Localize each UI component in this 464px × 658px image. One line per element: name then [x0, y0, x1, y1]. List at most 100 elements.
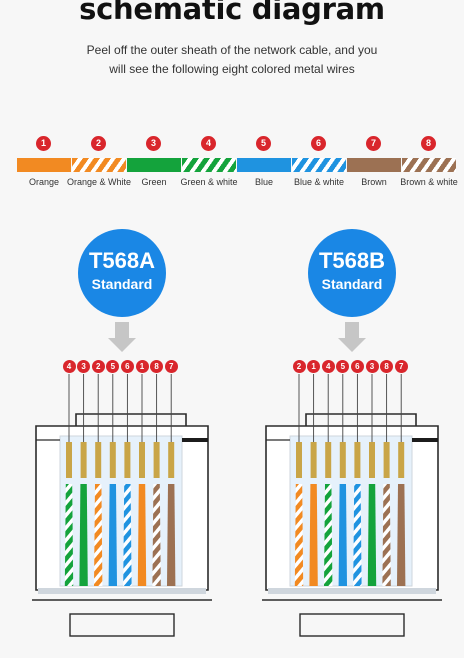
pin-number-badge: 4: [62, 360, 76, 373]
wire-swatch-5: 5 Blue: [234, 136, 294, 192]
gold-contact: [124, 442, 131, 478]
wire-pin-7: [382, 374, 391, 586]
gold-contact: [80, 442, 87, 478]
wire-swatch-3: 3 Green: [124, 136, 184, 192]
wire-conductor: [309, 484, 318, 586]
page-title: schematic diagram: [79, 0, 385, 26]
intro-line-1: Peel off the outer sheath of the network…: [86, 43, 378, 57]
color-chip: [127, 158, 181, 172]
wire-pin-6: [137, 374, 147, 586]
plug-top-rail: [305, 413, 417, 426]
gold-contact: [139, 442, 145, 478]
wire-conductor: [167, 484, 176, 586]
gold-contact: [383, 442, 390, 478]
pin-number-badge: 5: [106, 360, 120, 373]
plug-boot: [262, 599, 442, 601]
wire-number-badge: 1: [36, 136, 51, 151]
pin-number-badge: 6: [350, 360, 364, 373]
wire-swatch-2: 2 Orange & White: [67, 136, 131, 192]
wire-pin-4: [108, 374, 117, 586]
wire-number-badge: 6: [311, 136, 326, 151]
color-chip: [182, 158, 236, 172]
gold-contact: [66, 442, 72, 478]
wire-label: Green & white: [180, 177, 238, 187]
pin-number-badge: 8: [150, 360, 164, 373]
plug-base-strip: [38, 588, 206, 594]
gold-contact: [95, 442, 102, 478]
plug-base-strip: [268, 588, 436, 594]
pin-number-badge: 1: [135, 360, 149, 373]
wire-label: Orange: [28, 177, 60, 187]
gold-contact: [325, 442, 332, 478]
wire-pin-6: [367, 374, 377, 586]
pin-number-badge: 8: [380, 360, 394, 373]
pin-number-badge: 7: [394, 360, 408, 373]
wire-conductor: [397, 484, 406, 586]
wire-pin-8: [397, 374, 406, 586]
gold-contact: [153, 442, 160, 478]
t568a-standard-badge: T568A Standard: [78, 229, 166, 317]
wire-number-badge: 2: [91, 136, 106, 151]
rj45-plug-drawing: [32, 322, 212, 637]
latch-clip: [412, 438, 438, 442]
wire-label: Brown: [361, 177, 387, 187]
pin-number-badge: 3: [77, 360, 91, 373]
standard-subtitle: Standard: [91, 276, 153, 292]
plug-boot: [32, 599, 212, 601]
pin-number-badge: 6: [120, 360, 134, 373]
pin-number-badge: 3: [365, 360, 379, 373]
plug-boot-slot: [69, 613, 175, 637]
wire-conductor: [367, 484, 377, 586]
gold-contact: [354, 442, 361, 478]
gold-contact: [296, 442, 302, 478]
wire-label: Brown & white: [400, 177, 458, 187]
color-chip: [347, 158, 401, 172]
pin-number-badge: 2: [292, 360, 306, 373]
pin-number-badge: 7: [164, 360, 178, 373]
gold-contact: [369, 442, 375, 478]
wire-pin-1: [64, 374, 74, 586]
latch-clip: [182, 438, 208, 442]
wire-conductor: [94, 484, 103, 586]
standard-name: T568B: [318, 248, 386, 273]
wire-conductor: [294, 484, 304, 586]
wire-label: Orange & White: [66, 177, 132, 187]
wire-conductor: [79, 484, 88, 586]
wire-swatch-7: 7 Brown: [344, 136, 404, 192]
wire-label: Green: [141, 177, 167, 187]
rj45-plug-drawing: [262, 322, 442, 637]
contact-window: [289, 435, 413, 587]
down-arrow: [338, 322, 366, 352]
pin-number-badge: 1: [307, 360, 321, 373]
wire-color-legend: 1 Orange 2 Orange & White 3 Green 4 Gree…: [0, 136, 464, 192]
wire-number-badge: 4: [201, 136, 216, 151]
t568b-standard-badge: T568B Standard: [308, 229, 396, 317]
wire-pin-3: [324, 374, 333, 586]
pin-number-badge: 5: [336, 360, 350, 373]
wire-swatch-6: 6 Blue & white: [289, 136, 349, 192]
wire-number-badge: 5: [256, 136, 271, 151]
wire-conductor: [152, 484, 161, 586]
gold-contact: [339, 442, 346, 478]
color-chip: [402, 158, 456, 172]
wire-swatch-1: 1 Orange: [14, 136, 74, 192]
wire-pin-3: [94, 374, 103, 586]
wire-pin-4: [338, 374, 347, 586]
wire-conductor: [338, 484, 347, 586]
wire-number-badge: 3: [146, 136, 161, 151]
gold-contact: [109, 442, 116, 478]
wire-pin-7: [152, 374, 161, 586]
color-chip: [237, 158, 291, 172]
plug-top-rail: [75, 413, 187, 426]
down-arrow: [108, 322, 136, 352]
wire-pin-2: [309, 374, 318, 586]
color-chip: [292, 158, 346, 172]
contact-window: [59, 435, 183, 587]
wire-conductor: [108, 484, 117, 586]
pin-number-badge: 4: [321, 360, 335, 373]
standard-subtitle: Standard: [321, 276, 383, 292]
wire-pin-5: [123, 374, 132, 586]
wire-pin-2: [79, 374, 88, 586]
wire-number-badge: 8: [421, 136, 436, 151]
wire-swatch-4: 4 Green & white: [179, 136, 239, 192]
